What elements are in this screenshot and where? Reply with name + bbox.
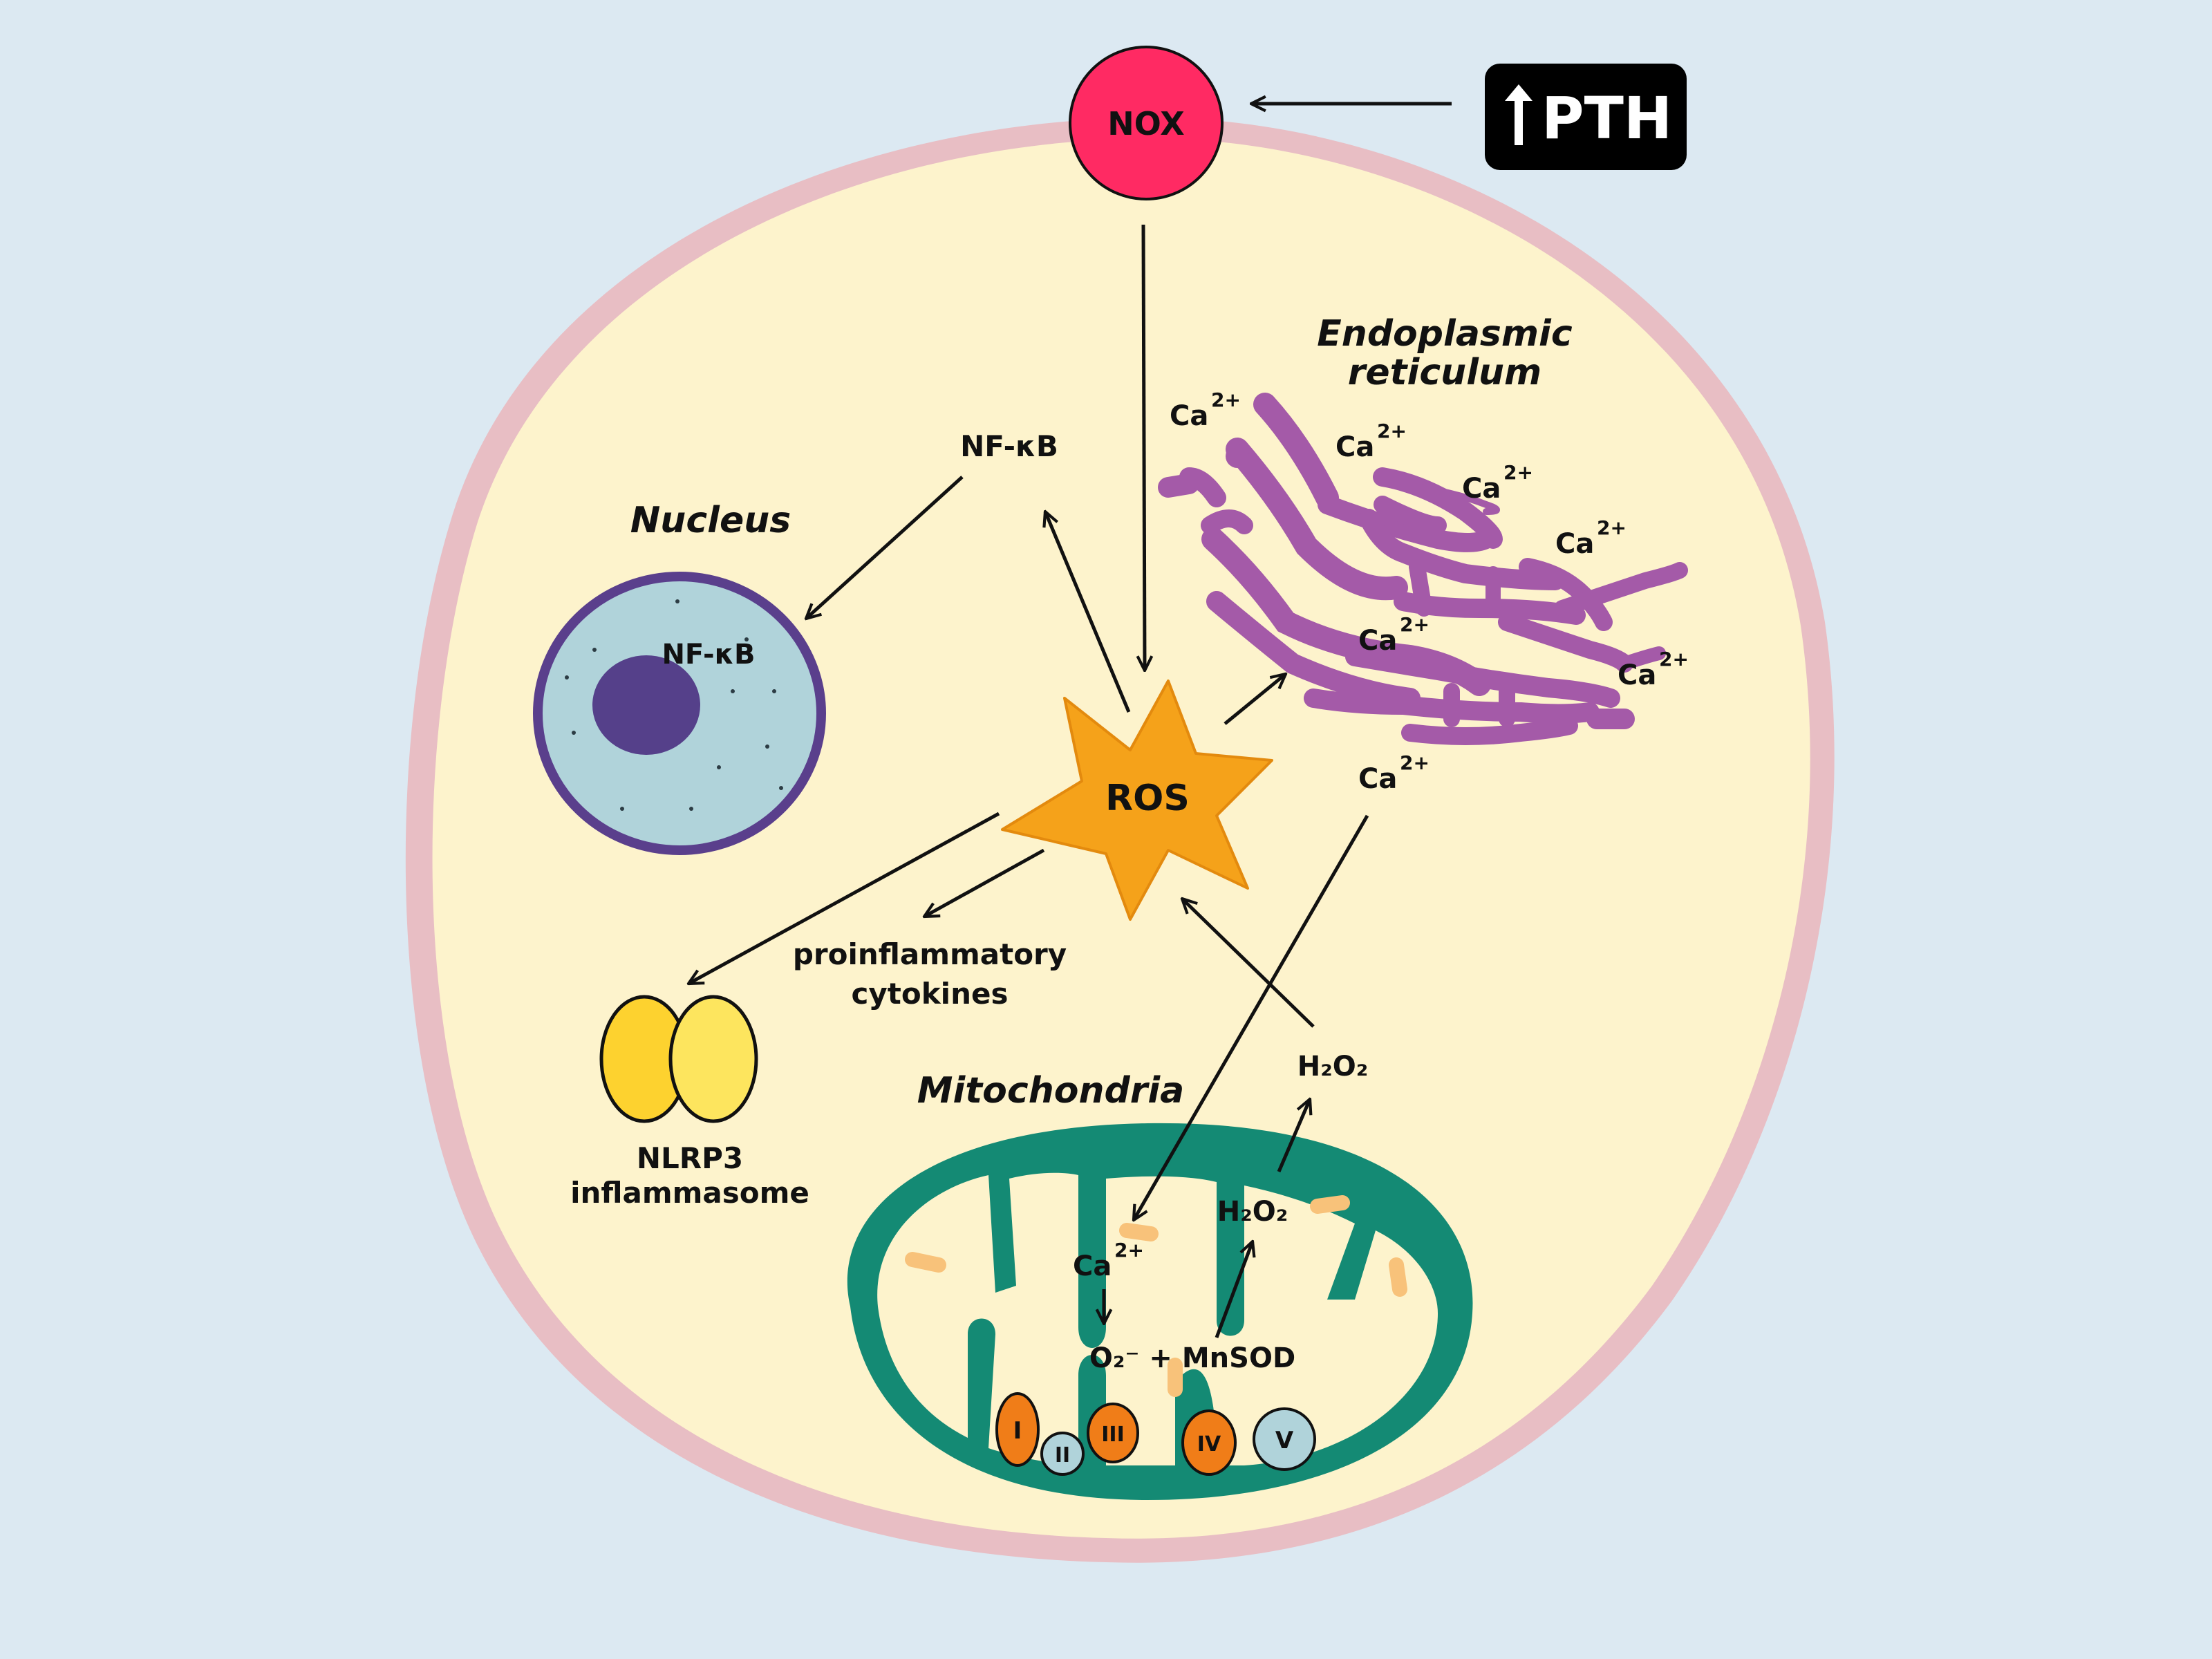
ca-label-4: Ca2+ bbox=[1555, 516, 1627, 560]
mitochondria-title: Mitochondria bbox=[917, 1070, 1185, 1112]
inflammasome-right bbox=[668, 995, 758, 1123]
svg-text:Ca: Ca bbox=[1335, 431, 1374, 463]
svg-text:2+: 2+ bbox=[1503, 461, 1533, 484]
ca-label-5: Ca2+ bbox=[1358, 613, 1430, 657]
ros-label: ROS bbox=[1105, 778, 1190, 819]
svg-text:2+: 2+ bbox=[1400, 751, 1430, 774]
er-title-line-2: reticulum bbox=[1348, 352, 1541, 393]
nucleolus bbox=[592, 655, 700, 755]
nox-label: NOX bbox=[1107, 105, 1184, 142]
svg-text:2+: 2+ bbox=[1659, 648, 1689, 671]
pth-label: PTH bbox=[1541, 84, 1672, 152]
svg-text:2+: 2+ bbox=[1377, 420, 1407, 442]
arrow-nfkb-to-nucleus bbox=[806, 476, 964, 619]
complex-ii-label: II bbox=[1055, 1443, 1070, 1468]
arrow-h2o2-to-ros bbox=[1182, 899, 1315, 1028]
nfkb-cytoplasm-label: NF-κB bbox=[960, 429, 1058, 463]
arrow-nox-to-ros bbox=[1143, 224, 1145, 671]
arrow-ros-to-er bbox=[1224, 674, 1286, 725]
svg-text:Ca: Ca bbox=[1555, 528, 1594, 560]
svg-text:Ca: Ca bbox=[1618, 659, 1656, 691]
svg-text:2+: 2+ bbox=[1597, 516, 1627, 539]
svg-text:2+: 2+ bbox=[1400, 613, 1430, 636]
nlrp3-label-line-1: NLRP3 bbox=[637, 1141, 743, 1175]
cytokines-label-line-1: proinflammatory bbox=[793, 937, 1067, 971]
nfkb-nucleus-label: NF-κB bbox=[662, 639, 755, 671]
ros-star bbox=[1001, 679, 1273, 921]
complex-iv bbox=[1181, 1409, 1237, 1476]
ca-label-2: Ca2+ bbox=[1335, 420, 1407, 463]
arrow-h2o2-up bbox=[1277, 1099, 1310, 1172]
complex-iii-label: III bbox=[1101, 1423, 1125, 1447]
arrow-ros-to-nfkb bbox=[1045, 512, 1131, 713]
complex-i bbox=[995, 1392, 1040, 1467]
h2o2-mito-label: H₂O₂ bbox=[1217, 1196, 1288, 1228]
cytokines-label-line-2: cytokines bbox=[852, 977, 1009, 1011]
arrow-mnsod-to-h2o2 bbox=[1215, 1241, 1253, 1338]
nox-circle bbox=[1069, 46, 1224, 200]
nucleus-title: Nucleus bbox=[630, 500, 791, 541]
complex-v-label: V bbox=[1275, 1427, 1294, 1454]
ca-label-mito: Ca2+ bbox=[1073, 1239, 1144, 1282]
endoplasmic-reticulum bbox=[1158, 393, 1688, 745]
complex-iii bbox=[1087, 1403, 1139, 1463]
complex-iv-label: IV bbox=[1197, 1432, 1221, 1456]
up-arrow-icon bbox=[1505, 84, 1533, 145]
er-title-line-1: Endoplasmic bbox=[1317, 313, 1573, 355]
nucleus-dots bbox=[565, 599, 783, 811]
o2-mnsod-label: O₂⁻ + MnSOD bbox=[1089, 1342, 1295, 1374]
svg-text:Ca: Ca bbox=[1358, 625, 1397, 657]
arrow-er-ca-to-mito bbox=[1134, 814, 1369, 1220]
nlrp3-label-line-2: inflammasome bbox=[570, 1176, 809, 1210]
h2o2-cytoplasm-label: H₂O₂ bbox=[1297, 1051, 1369, 1082]
pth-box bbox=[1485, 64, 1687, 170]
arrows bbox=[688, 224, 1369, 1338]
arrow-ros-to-cytokines bbox=[924, 848, 1045, 917]
svg-text:Ca: Ca bbox=[1462, 473, 1501, 505]
arrow-ros-to-nlrp3 bbox=[688, 812, 1000, 984]
complex-ii bbox=[1040, 1432, 1085, 1476]
ca-label-1: Ca2+ bbox=[1170, 388, 1241, 432]
complex-v bbox=[1253, 1407, 1316, 1471]
ca-label-6: Ca2+ bbox=[1618, 648, 1689, 691]
svg-text:2+: 2+ bbox=[1211, 388, 1241, 411]
ca-label-7: Ca2+ bbox=[1358, 751, 1430, 795]
svg-text:Ca: Ca bbox=[1073, 1250, 1112, 1282]
mitochondria-granules bbox=[905, 1195, 1407, 1397]
svg-text:2+: 2+ bbox=[1114, 1239, 1144, 1262]
svg-text:Ca: Ca bbox=[1170, 400, 1208, 432]
complex-i-label: I bbox=[1013, 1417, 1022, 1445]
svg-text:Ca: Ca bbox=[1358, 763, 1397, 795]
ca-label-3: Ca2+ bbox=[1462, 461, 1533, 505]
